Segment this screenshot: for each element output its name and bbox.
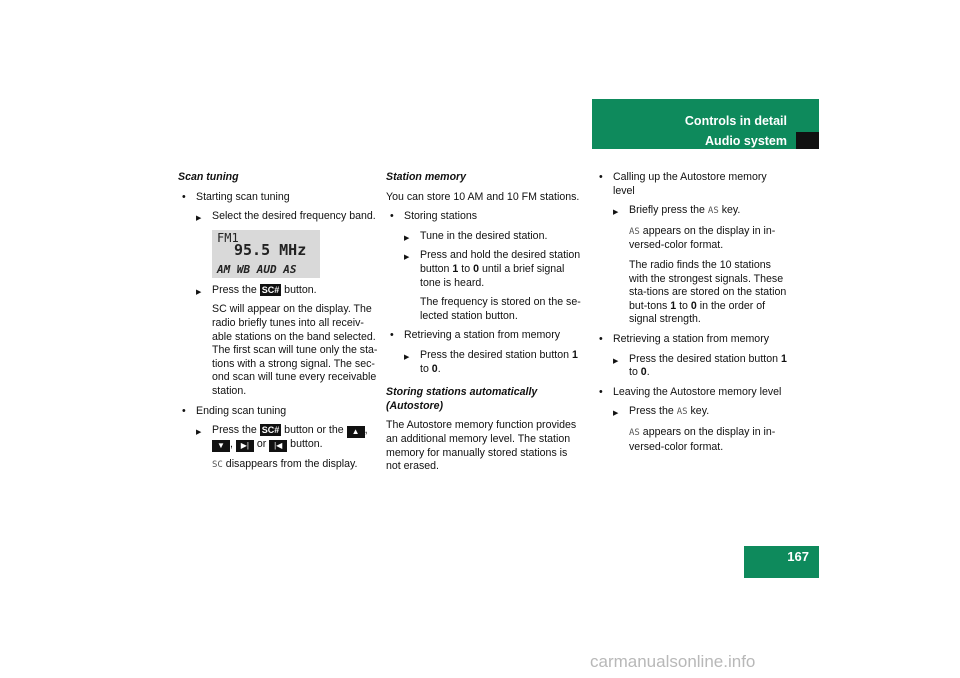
stored-note: The frequency is stored on the se-lected… (420, 296, 581, 322)
radio-display: FM1 95.5 MHz AM WB AUD AS (212, 229, 320, 278)
column-scan-tuning: Scan tuning Starting scan tuning Select … (178, 171, 378, 479)
column-autostore: Calling up the Autostore memory level Br… (595, 171, 791, 460)
heading-station-memory: Station memory (386, 171, 467, 183)
display-frequency: 95.5 MHz (234, 240, 307, 259)
step-end-scan: Press the SC# button or the ▲,▼, ▶| or |… (178, 424, 378, 453)
bullet-retrieve-auto: Retrieving a station from memory (595, 333, 791, 347)
step-retrieve: Press the desired station button 1to 0. (386, 349, 582, 376)
step-press-as-leave: Press the AS key. (595, 405, 791, 420)
heading-autostore: Storing stations automatically (Autostor… (386, 386, 538, 412)
step-press-as: Briefly press the AS key. (595, 204, 791, 219)
scan-end-note: SC disappears from the display. (212, 458, 358, 471)
skip-forward-icon: ▶| (235, 440, 254, 453)
page-number: 167 (787, 549, 809, 564)
bullet-end-scan: Ending scan tuning (178, 405, 378, 419)
section-title: Controls in detail (684, 114, 787, 128)
as-display-note: AS appears on the display in in-versed-c… (629, 224, 776, 252)
header-bar (592, 99, 819, 132)
bullet-storing: Storing stations (386, 210, 582, 224)
step-retrieve-auto: Press the desired station button 1to 0. (595, 353, 791, 380)
memory-intro: You can store 10 AM and 10 FM stations. (386, 190, 580, 203)
header-marker (796, 132, 819, 149)
bullet-leave-autostore: Leaving the Autostore memory level (595, 386, 791, 400)
as-leave-note: AS appears on the display in in-versed-c… (629, 425, 776, 453)
bullet-call-autostore: Calling up the Autostore memory level (595, 171, 791, 198)
display-modes: AM WB AUD AS (217, 262, 297, 276)
page-number-box: 167 (744, 546, 819, 578)
step-select-band: Select the desired frequency band. (178, 210, 378, 225)
step-tune-in: Tune in the desired station. (386, 230, 582, 245)
heading-scan-tuning: Scan tuning (178, 171, 239, 183)
down-arrow-icon: ▼ (212, 440, 230, 453)
scan-description: SC will appear on the display. The radio… (212, 303, 378, 397)
display-band: FM1 (217, 230, 239, 245)
sc-key-icon: SC# (259, 424, 282, 437)
bullet-start-scan: Starting scan tuning (178, 191, 378, 205)
watermark: carmanualsonline.info (590, 652, 756, 671)
autostore-description: The Autostore memory function provides a… (386, 419, 577, 473)
up-arrow-icon: ▲ (346, 426, 365, 439)
step-press-hold: Press and hold the desired station butto… (386, 249, 582, 290)
step-press-sc: Press the SC# button. (178, 283, 378, 299)
autostore-find-note: The radio finds the 10 stations with the… (629, 258, 787, 326)
section-subtitle: Audio system (705, 134, 787, 148)
bullet-retrieving: Retrieving a station from memory (386, 329, 582, 343)
skip-back-icon: |◀ (269, 440, 288, 453)
sc-key-icon: SC# (259, 283, 282, 296)
column-station-memory: Station memory You can store 10 AM and 1… (386, 171, 582, 474)
header-bar-lower (592, 132, 796, 149)
